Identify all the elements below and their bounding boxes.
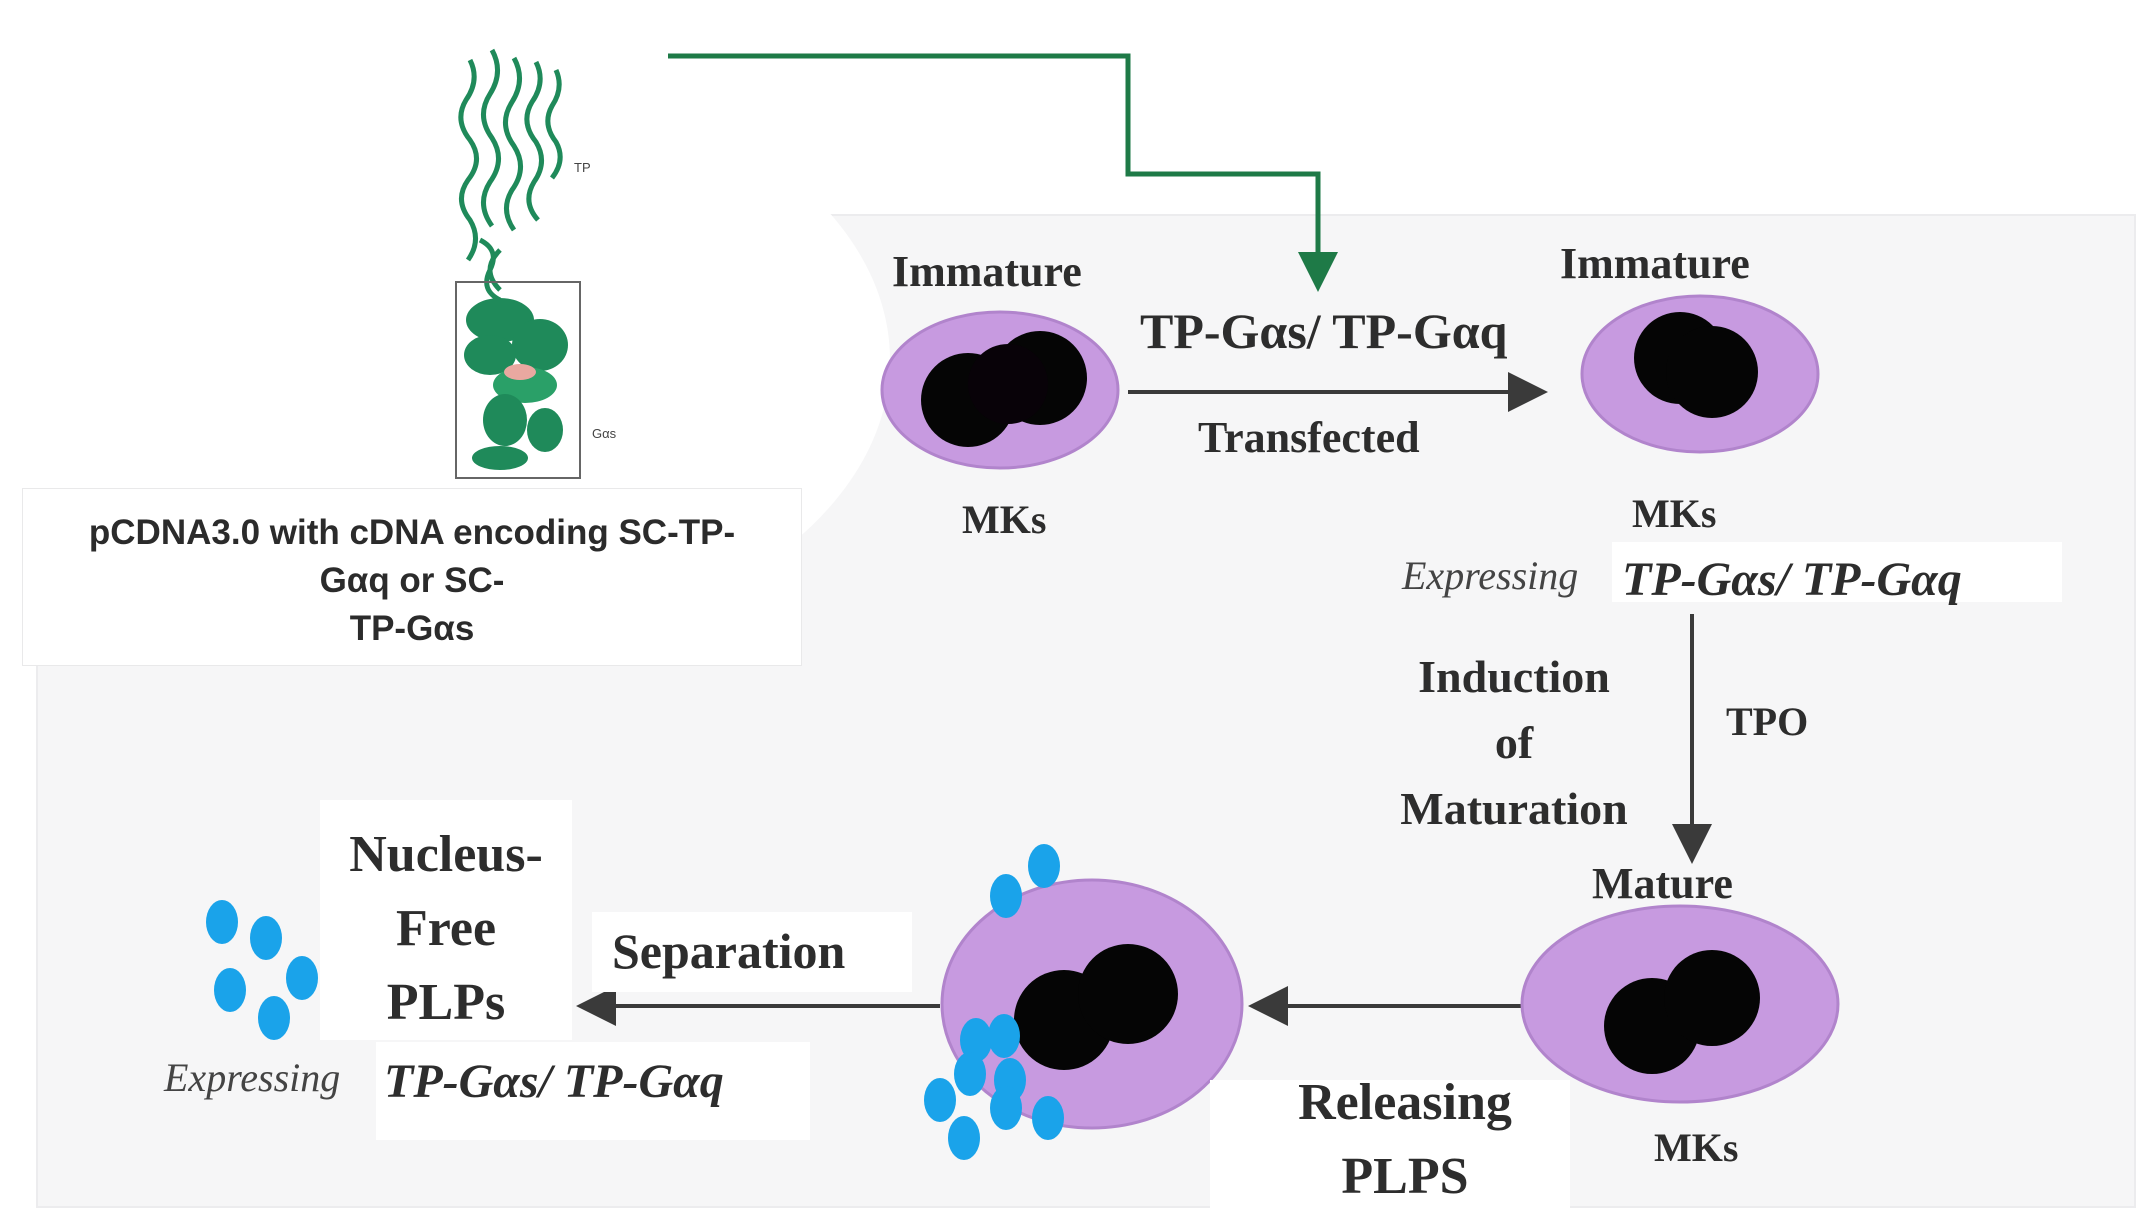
- caption-line-1: pCDNA3.0 with cDNA encoding SC-TP-: [88, 513, 736, 552]
- tp-tag-label: TP: [574, 160, 591, 175]
- transfection-top-label: TP-Gαs/ TP-Gαq: [1140, 303, 1508, 359]
- tpo-label: TPO: [1726, 699, 1809, 744]
- expressing-box-mk: [1612, 542, 2062, 602]
- plps-title-box: [320, 800, 572, 1040]
- releasing-line-1: Releasing: [1298, 1074, 1512, 1131]
- releasing-line-2: PLPS: [1341, 1148, 1469, 1205]
- expressing-label-mk: Expressing: [1402, 553, 1579, 598]
- releasing-box: [1210, 1080, 1570, 1220]
- caption-line-3: TP-Gαs: [349, 609, 475, 648]
- expressing-value-mk: TP-Gαs/ TP-Gαq: [1622, 553, 1962, 606]
- caption-line-2: Gαq or SC-: [319, 561, 505, 600]
- immature-mk-cell-2: [1580, 294, 1820, 454]
- plasmid-connector-line: [668, 53, 1338, 292]
- immature-title-1: Immature: [892, 247, 1082, 296]
- transfection-bottom-label: Transfected: [1198, 413, 1420, 462]
- mks-label-2: MKs: [1632, 491, 1717, 536]
- g-protein-domain: [464, 298, 568, 470]
- expressing-label-plps: Expressing: [164, 1055, 341, 1100]
- tp-receptor-helices: [458, 48, 563, 303]
- induction-line-1: Induction: [1418, 651, 1610, 702]
- releasing-mk-cell: [940, 878, 1244, 1130]
- plasmid-caption-box: pCDNA3.0 with cDNA encoding SC-TP- Gαq o…: [22, 488, 802, 666]
- plps-title: Nucleus- Free PLPs: [320, 818, 572, 1040]
- induction-line-3: Maturation: [1400, 783, 1628, 834]
- mature-title: Mature: [1592, 859, 1733, 908]
- mks-label-3: MKs: [1654, 1125, 1739, 1170]
- separation-label: Separation: [612, 923, 846, 979]
- separation-box: [592, 912, 912, 992]
- mks-label-1: MKs: [962, 497, 1047, 542]
- plps-line-2: Free: [395, 900, 497, 957]
- releasing-label: Releasing PLPS: [1250, 1066, 1560, 1214]
- expressing-value-plps: TP-Gαs/ TP-Gαq: [384, 1055, 724, 1108]
- expressing-box-plps: [376, 1042, 810, 1140]
- g-protein-box: [455, 281, 581, 479]
- platelets-releasing: [924, 844, 1064, 1160]
- platelets-free: [206, 900, 318, 1040]
- immature-mk-cell-1: [880, 310, 1120, 470]
- induction-line-2: of: [1494, 717, 1534, 768]
- mature-mk-cell: [1520, 904, 1840, 1104]
- gas-tag-label: Gαs: [592, 426, 617, 441]
- immature-title-2: Immature: [1560, 239, 1750, 288]
- induction-label: Induction of Maturation: [1384, 644, 1644, 842]
- plps-line-3: PLPs: [386, 974, 506, 1031]
- plps-line-1: Nucleus-: [349, 826, 543, 883]
